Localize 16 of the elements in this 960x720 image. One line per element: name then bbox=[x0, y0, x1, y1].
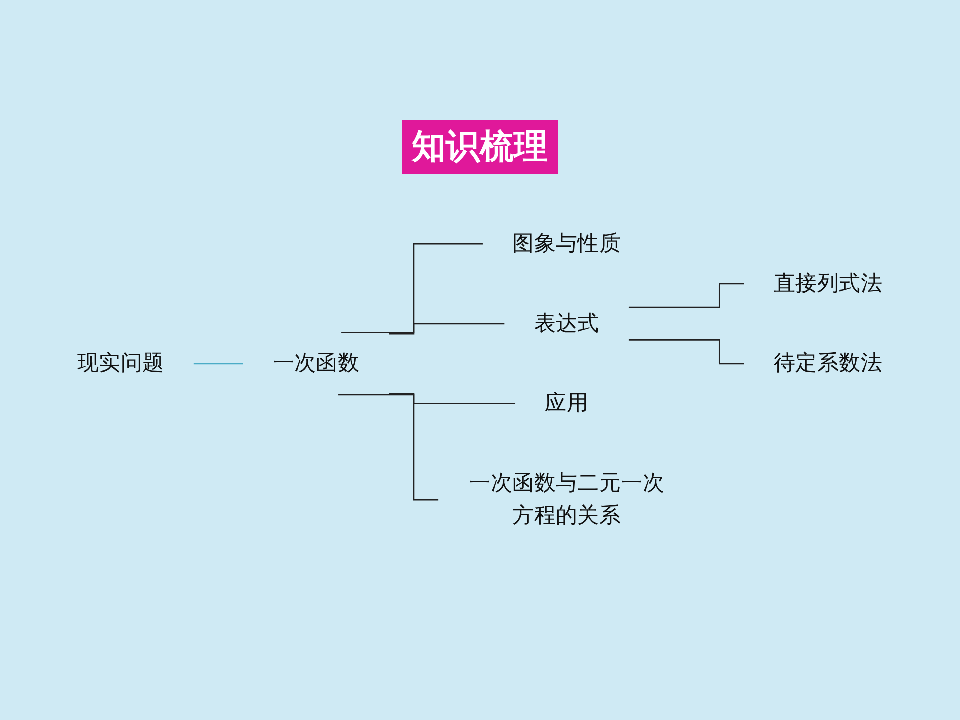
connector bbox=[194, 362, 244, 364]
connector bbox=[389, 392, 516, 404]
node-text: 直接列式法 bbox=[774, 271, 883, 296]
node-text: 图象与性质 bbox=[512, 232, 622, 256]
title: 知识梳理 bbox=[402, 120, 558, 174]
node-text: 待定系数法 bbox=[774, 351, 883, 376]
connector bbox=[628, 339, 746, 364]
connector bbox=[389, 323, 506, 335]
connector bbox=[342, 243, 484, 334]
node-text: 一次函数 bbox=[272, 351, 360, 376]
node-text: 现实问题 bbox=[77, 351, 164, 376]
node-text: 一次函数与二元一次方程的关系 bbox=[469, 471, 664, 528]
node-text: 应用 bbox=[545, 391, 589, 416]
node-text: 表达式 bbox=[534, 311, 600, 336]
connector bbox=[338, 394, 440, 501]
connector bbox=[628, 283, 746, 308]
